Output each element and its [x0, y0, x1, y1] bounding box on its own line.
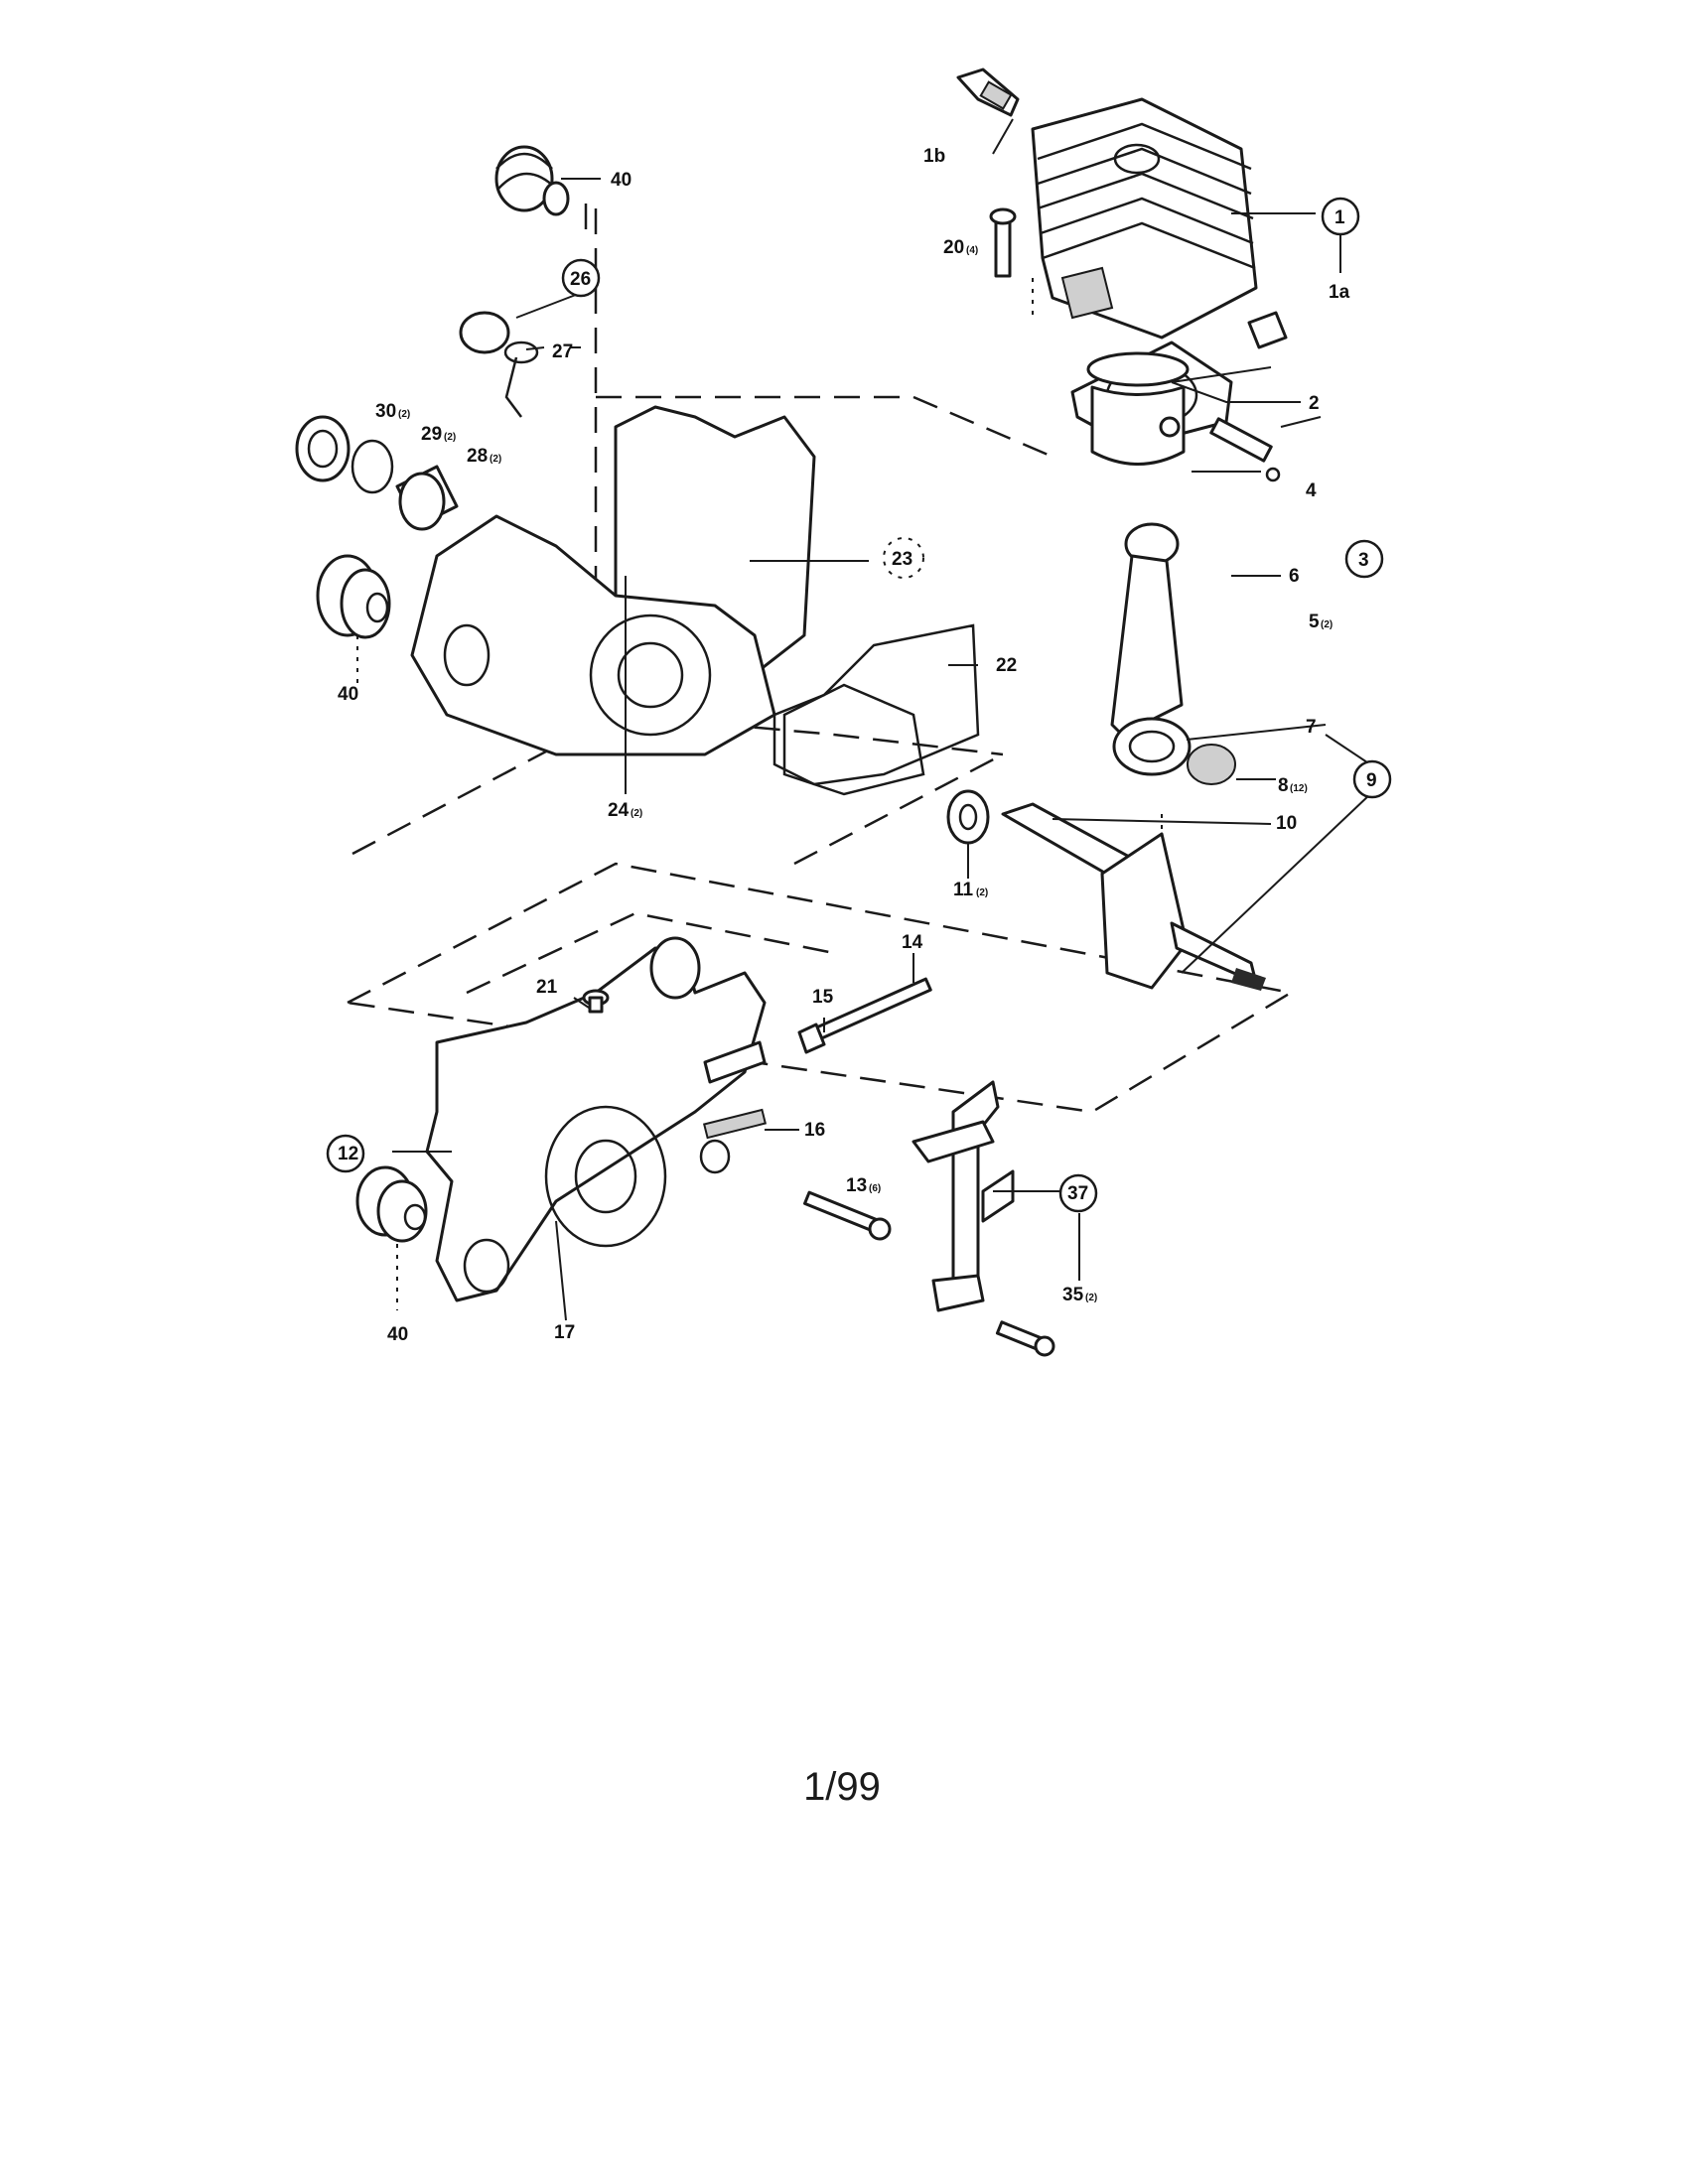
crankcase-cover-part	[410, 405, 816, 756]
label-6: 6	[1289, 566, 1300, 587]
rubber-mount-bottom-part	[355, 1165, 428, 1243]
label-28-qty: (2)	[490, 454, 501, 465]
label-28: 28	[467, 446, 488, 467]
label-1b: 1b	[923, 146, 945, 167]
label-11-qty: (2)	[976, 887, 988, 898]
leader-lines	[392, 118, 1371, 1321]
label-16: 16	[804, 1120, 825, 1141]
cylinder-part	[1031, 97, 1288, 349]
crankshaft-part	[1001, 802, 1266, 991]
label-1a: 1a	[1329, 282, 1350, 303]
label-9: 9	[1366, 770, 1377, 791]
label-7: 7	[1306, 717, 1317, 738]
label-17: 17	[554, 1322, 575, 1343]
label-20: 20	[943, 237, 964, 258]
oil-pump-part	[459, 311, 539, 418]
label-11: 11	[953, 880, 974, 900]
label-40-bottom: 40	[387, 1324, 408, 1345]
label-40-top: 40	[611, 170, 632, 191]
rubber-mount-left-part	[316, 554, 391, 639]
label-30: 30	[375, 401, 396, 422]
label-12: 12	[338, 1144, 358, 1164]
label-22: 22	[996, 655, 1017, 676]
label-8-qty: (12)	[1290, 783, 1308, 794]
cylinder-bolt-part	[989, 207, 1017, 278]
rubber-mount-top-part	[494, 145, 570, 216]
spark-plug-part	[956, 68, 1020, 117]
label-29-qty: (2)	[444, 432, 456, 443]
label-1: 1	[1334, 207, 1345, 228]
screw-14-part	[815, 977, 932, 1040]
label-35: 35	[1062, 1285, 1084, 1305]
label-24: 24	[608, 800, 630, 821]
label-5-qty: (2)	[1321, 619, 1333, 630]
stud-16-part	[702, 1108, 768, 1140]
clip-15-part	[797, 1023, 826, 1054]
part-labels: 40 26 27 30 (2) 29 (2) 28 (2) 40 23 22 2…	[338, 146, 1377, 1345]
label-13-qty: (6)	[869, 1183, 881, 1194]
label-13: 13	[846, 1175, 867, 1196]
label-23: 23	[892, 549, 912, 570]
label-21: 21	[536, 977, 558, 998]
bumper-spike-part	[912, 1080, 1015, 1312]
connecting-rod-part	[1110, 522, 1236, 785]
label-30-qty: (2)	[398, 409, 410, 420]
piston-part	[1086, 351, 1281, 482]
label-4: 4	[1306, 480, 1317, 501]
label-40-left: 40	[338, 684, 358, 705]
crankcase-part	[425, 936, 767, 1302]
label-15: 15	[812, 987, 834, 1008]
label-20-qty: (4)	[966, 245, 978, 256]
label-26: 26	[570, 269, 591, 290]
washer-part	[946, 789, 990, 845]
bearing-seal-parts	[295, 415, 459, 531]
label-27: 27	[552, 341, 573, 362]
label-14: 14	[902, 932, 923, 953]
screw-35-part	[995, 1320, 1055, 1357]
crankcase-gasket-part	[772, 623, 980, 796]
callout-circles	[326, 197, 1392, 1213]
label-3: 3	[1358, 550, 1369, 571]
label-10: 10	[1276, 813, 1297, 834]
plug-21-part	[582, 989, 610, 1014]
screw-13-part	[803, 1190, 892, 1241]
label-29: 29	[421, 424, 442, 445]
label-37: 37	[1067, 1183, 1088, 1204]
label-8: 8	[1278, 775, 1289, 796]
label-5: 5	[1309, 612, 1320, 632]
label-24-qty: (2)	[631, 808, 642, 819]
page-number: 1/99	[803, 1765, 881, 1809]
label-2: 2	[1309, 393, 1320, 414]
label-35-qty: (2)	[1085, 1293, 1097, 1303]
